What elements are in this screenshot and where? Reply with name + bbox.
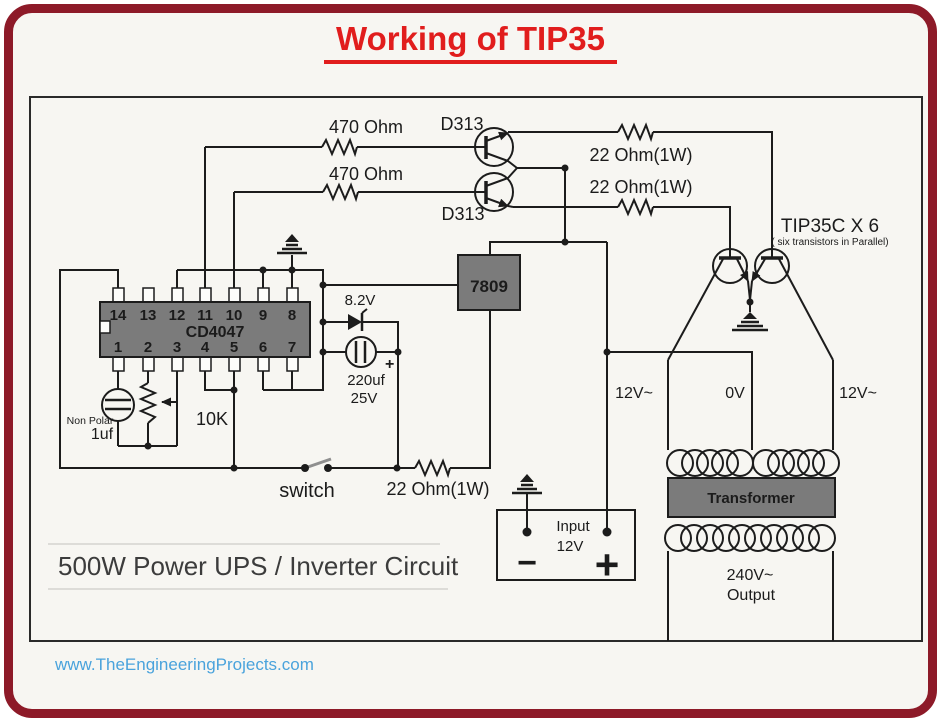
- schematic-frame: [29, 96, 923, 642]
- ic-cd4047: 14 13 12 11 10 9 8 1 2 3 4 5 6 7 CD4047: [99, 287, 311, 372]
- resistor-470-1: [321, 137, 358, 158]
- cap-1uf-label: 1uf: [91, 426, 114, 443]
- tap-left-label: 12V~: [615, 385, 653, 402]
- output-voltage-label: 240V~: [727, 567, 774, 584]
- title-wrap: Working of TIP35: [0, 20, 941, 64]
- transistor-tip35-left: [712, 248, 748, 284]
- zener-label: 8.2V: [345, 292, 376, 309]
- cap-220uf-voltage: 25V: [351, 390, 378, 407]
- secondary-winding-icon: [664, 524, 836, 552]
- svg-text:11: 11: [197, 307, 213, 324]
- ic-notch: [99, 320, 111, 334]
- capacitor-220uf: [345, 336, 377, 368]
- transistor-d313-top: [474, 127, 514, 167]
- resistor-470-2-label: 470 Ohm: [329, 164, 403, 184]
- svg-text:7: 7: [288, 339, 296, 356]
- resistor-22ohm-1: [617, 122, 654, 143]
- transistor-d313-bottom-label: D313: [441, 204, 484, 224]
- battery-12v: Input 12V − +: [496, 509, 636, 588]
- svg-text:12: 12: [169, 307, 186, 324]
- regulator-7809: 7809: [457, 254, 521, 311]
- circuit-caption: 500W Power UPS / Inverter Circuit: [58, 551, 459, 581]
- switch-label: switch: [279, 480, 335, 502]
- junction-dots: [144, 164, 754, 537]
- switch-lever: [304, 457, 332, 470]
- tap-right-label: 12V~: [839, 385, 877, 402]
- potentiometer-10k: [138, 382, 158, 424]
- photo-artifact-lines: [48, 543, 448, 590]
- ground-icon-battery: [512, 474, 542, 495]
- svg-text:2: 2: [144, 339, 152, 356]
- cap-220uf-plus: +: [385, 356, 394, 373]
- page-title: Working of TIP35: [324, 20, 617, 64]
- svg-text:14: 14: [110, 307, 127, 324]
- cap-1uf-type-label: Non Polar: [67, 415, 114, 427]
- svg-text:1: 1: [114, 339, 122, 356]
- resistor-22ohm-2: [617, 197, 654, 218]
- capacitor-1uf: [101, 388, 135, 422]
- resistor-470-1-label: 470 Ohm: [329, 117, 403, 137]
- svg-text:4: 4: [201, 339, 210, 356]
- zener-diode: [348, 308, 368, 331]
- ground-icon-tip35: [732, 312, 768, 332]
- ic-label: CD4047: [186, 324, 245, 341]
- tip35-sublabel: ( six transistors in Parallel): [771, 237, 888, 248]
- ground-icon-ic: [277, 234, 307, 255]
- resistor-470-2: [322, 182, 359, 203]
- transistor-d313-top-label: D313: [440, 114, 483, 134]
- resistor-22ohm-1-label: 22 Ohm(1W): [589, 145, 692, 165]
- cap-220uf-label: 220uf: [347, 372, 385, 389]
- transformer: Transformer: [664, 449, 840, 552]
- resistor-22ohm-bottom: [414, 458, 451, 479]
- svg-text:3: 3: [173, 339, 181, 356]
- svg-text:8: 8: [288, 307, 296, 324]
- svg-text:13: 13: [140, 307, 157, 324]
- pot-10k-label: 10K: [196, 409, 228, 429]
- battery-plus-symbol: +: [595, 541, 620, 588]
- transformer-label: Transformer: [707, 490, 795, 507]
- svg-text:9: 9: [259, 307, 267, 324]
- transistor-d313-bottom: [474, 172, 514, 212]
- output-label: Output: [727, 587, 776, 604]
- resistor-22ohm-2-label: 22 Ohm(1W): [589, 177, 692, 197]
- regulator-label: 7809: [470, 277, 508, 296]
- photo-border: [4, 4, 937, 718]
- ic-pin-numbers: 14 13 12 11 10 9 8 1 2 3 4 5 6 7: [110, 307, 297, 356]
- svg-text:5: 5: [230, 339, 238, 356]
- tip35-label: TIP35C X 6: [781, 216, 879, 237]
- transistor-tip35-right: [754, 248, 790, 284]
- battery-minus-symbol: −: [517, 544, 537, 582]
- battery-label: Input: [556, 518, 590, 535]
- website-link[interactable]: www.TheEngineeringProjects.com: [55, 655, 314, 674]
- component-labels: 470 Ohm 470 Ohm D313 D313 22 Ohm(1W) 22 …: [67, 114, 889, 604]
- tap-mid-label: 0V: [725, 385, 745, 402]
- svg-text:10: 10: [226, 307, 243, 324]
- resistor-22ohm-bottom-label: 22 Ohm(1W): [386, 479, 489, 499]
- primary-winding-icon: [666, 449, 840, 477]
- battery-voltage: 12V: [557, 538, 584, 555]
- svg-text:6: 6: [259, 339, 267, 356]
